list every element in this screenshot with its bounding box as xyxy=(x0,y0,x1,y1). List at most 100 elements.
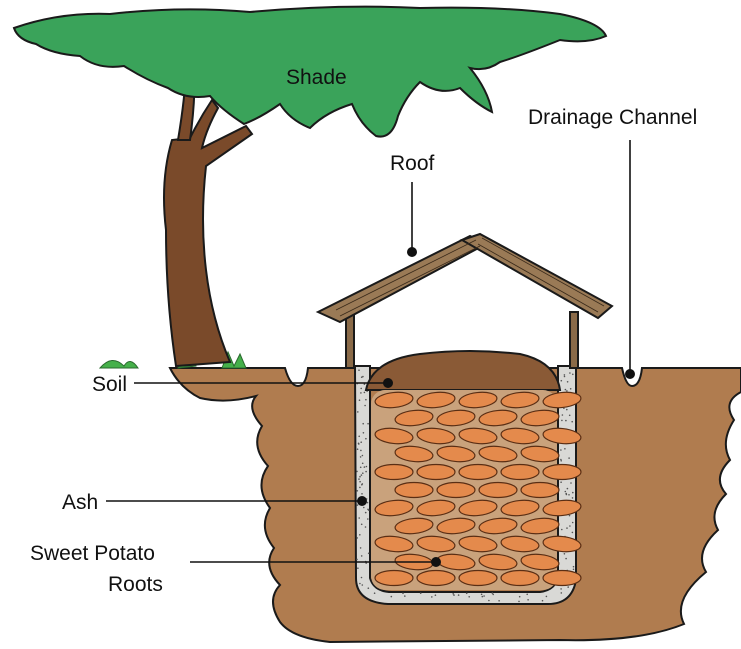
ash-speck xyxy=(519,596,521,598)
roof-right-slope xyxy=(462,234,612,318)
ash-speck xyxy=(358,436,360,438)
ash-speck xyxy=(363,432,365,434)
ash-speck xyxy=(565,493,567,495)
ash-speck xyxy=(572,532,574,534)
ash-speck xyxy=(466,593,468,595)
ash-speck xyxy=(364,466,366,468)
ash-speck xyxy=(546,596,548,598)
ash-speck xyxy=(361,484,363,486)
ash-speck xyxy=(360,456,362,458)
tree-icon xyxy=(14,7,606,366)
ash-speck xyxy=(518,601,520,603)
ash-speck xyxy=(571,421,573,423)
potato-root xyxy=(395,483,433,498)
ash-speck xyxy=(404,595,406,597)
ash-speck xyxy=(570,388,572,390)
ash-speck xyxy=(568,457,570,459)
ash-speck xyxy=(565,491,567,493)
ash-speck xyxy=(452,593,454,595)
ash-speck xyxy=(561,592,563,594)
potato-root xyxy=(543,571,581,586)
potato-root xyxy=(501,571,539,586)
ash-speck xyxy=(481,594,483,596)
ash-speck xyxy=(564,448,566,450)
ash-speck xyxy=(368,587,370,589)
ash-speck xyxy=(573,566,575,568)
ash-speck xyxy=(359,481,361,483)
ash-speck xyxy=(364,392,366,394)
ash-speck xyxy=(431,596,433,598)
ash-speck xyxy=(560,481,562,483)
ash-speck xyxy=(358,443,360,445)
ash-speck xyxy=(565,389,567,391)
ash-speck xyxy=(362,423,364,425)
ash-speck xyxy=(483,595,485,597)
ash-speck xyxy=(368,509,370,511)
ash-speck xyxy=(567,381,569,383)
ash-speck xyxy=(360,467,362,469)
ash-speck xyxy=(360,392,362,394)
ash-leader-dot xyxy=(357,496,367,506)
ash-speck xyxy=(358,478,360,480)
soil-leader-dot xyxy=(383,378,393,388)
ash-speck xyxy=(357,411,359,413)
label-drainage-channel: Drainage Channel xyxy=(528,106,697,129)
ash-speck xyxy=(367,518,369,520)
ash-speck xyxy=(365,399,367,401)
ash-speck xyxy=(569,525,571,527)
ash-speck xyxy=(358,517,360,519)
ash-speck xyxy=(365,526,367,528)
ash-speck xyxy=(564,376,566,378)
label-shade: Shade xyxy=(286,66,347,89)
ash-speck xyxy=(561,529,563,531)
ash-speck xyxy=(357,490,359,492)
ash-speck xyxy=(357,567,359,569)
storage-pit-icon xyxy=(355,351,582,604)
ash-speck xyxy=(367,423,369,425)
ash-speck xyxy=(361,555,363,557)
label-sweet-potato: Sweet Potato xyxy=(30,542,155,565)
ash-speck xyxy=(361,577,363,579)
ash-speck xyxy=(391,596,393,598)
ash-speck xyxy=(566,527,568,529)
ash-speck xyxy=(360,388,362,390)
ash-speck xyxy=(357,504,359,506)
ash-speck xyxy=(560,588,562,590)
sweet-potato-leader-dot xyxy=(431,557,441,567)
ash-speck xyxy=(569,515,571,517)
ash-speck xyxy=(565,420,567,422)
roof-post-left xyxy=(346,312,354,368)
ash-speck xyxy=(363,507,365,509)
roof-post-right xyxy=(570,312,578,368)
ash-speck xyxy=(482,596,484,598)
ash-speck xyxy=(420,592,422,594)
ash-speck xyxy=(359,583,361,585)
ash-speck xyxy=(568,494,570,496)
ash-speck xyxy=(356,537,358,539)
ash-speck xyxy=(359,487,361,489)
ash-speck xyxy=(402,593,404,595)
ash-speck xyxy=(468,596,470,598)
ash-speck xyxy=(361,493,363,495)
roof-left-slope xyxy=(318,236,486,322)
ash-speck xyxy=(356,471,358,473)
potato-root xyxy=(417,571,455,586)
potato-root xyxy=(459,571,497,586)
ash-speck xyxy=(359,476,361,478)
ash-speck xyxy=(488,600,490,602)
ash-speck xyxy=(360,441,362,443)
ash-speck xyxy=(569,372,571,374)
label-roots: Roots xyxy=(108,573,163,596)
potato-root xyxy=(501,465,539,480)
ash-speck xyxy=(527,599,529,601)
potato-root xyxy=(521,483,559,498)
ash-speck xyxy=(365,471,367,473)
ash-speck xyxy=(362,584,364,586)
ash-speck xyxy=(561,420,563,422)
label-roof: Roof xyxy=(390,152,435,175)
ash-speck xyxy=(569,415,571,417)
ash-speck xyxy=(357,448,359,450)
ash-speck xyxy=(526,594,528,596)
ash-speck xyxy=(566,390,568,392)
